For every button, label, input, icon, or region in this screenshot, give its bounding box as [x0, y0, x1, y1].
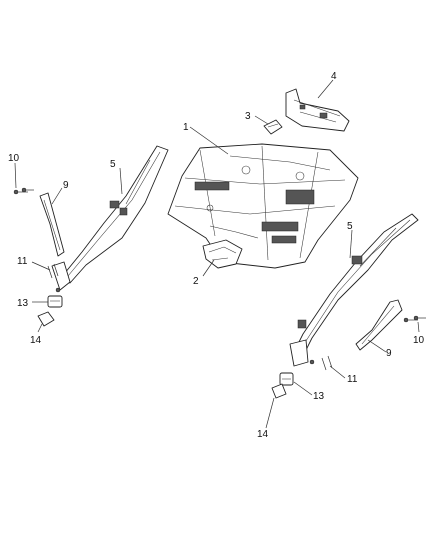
callout-9-left: 9: [63, 180, 69, 191]
bolts-10-left: [13, 187, 34, 195]
callout-14-right: 14: [257, 429, 269, 440]
callout-5-right: 5: [347, 221, 353, 232]
callout-11-right: 11: [347, 374, 358, 385]
callout-5-left: 5: [110, 159, 116, 170]
bolts-11-left: [47, 263, 61, 293]
callout-11-left: 11: [17, 256, 28, 267]
mount-13-right: [279, 372, 294, 386]
isolator-14-right: [271, 383, 287, 399]
crossmember-part: [285, 88, 350, 132]
brace-right-part: [355, 299, 403, 351]
floor-pan-part: [167, 143, 359, 269]
callout-13-left: 13: [17, 298, 29, 309]
leader-lines: [14, 79, 420, 429]
callout-9-right: 9: [386, 348, 392, 359]
callout-14-left: 14: [30, 335, 42, 346]
heat-shield-part: [202, 239, 243, 269]
frame-rail-left-part: [51, 145, 169, 291]
isolator-14-left: [37, 311, 55, 327]
brace-left-part: [39, 192, 65, 257]
bracket-part: [263, 119, 283, 135]
callout-10-left: 10: [8, 153, 20, 164]
callout-3: 3: [245, 111, 251, 122]
callout-1: 1: [183, 122, 189, 133]
bolts-11-right: [309, 355, 333, 371]
frame-rail-right-part: [289, 213, 419, 367]
bolts-10-right: [403, 315, 426, 323]
callout-10-right: 10: [413, 335, 425, 346]
callout-13-right: 13: [313, 391, 325, 402]
callout-4: 4: [331, 71, 337, 82]
callout-2: 2: [193, 276, 199, 287]
mount-13-left: [47, 295, 63, 308]
